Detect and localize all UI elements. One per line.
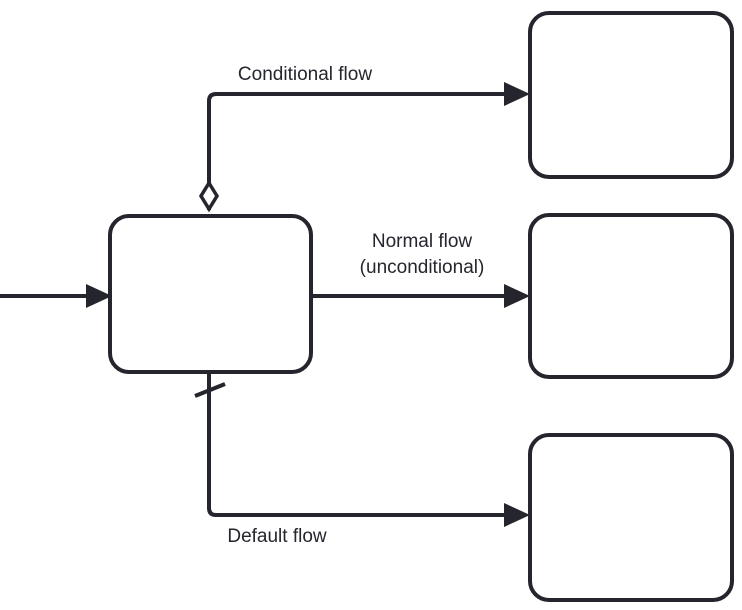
normal-flow-label-line1: Normal flow (372, 231, 473, 252)
default-flow[interactable] (194, 372, 530, 527)
conditional-flow-label: Conditional flow (238, 64, 372, 85)
normal-flow[interactable] (311, 284, 530, 308)
normal-flow-label-line2: (unconditional) (360, 257, 485, 278)
conditional-flow-arrowhead (504, 82, 530, 106)
target-task-bottom[interactable] (528, 433, 734, 602)
default-flow-arrowhead (504, 503, 530, 527)
target-task-top[interactable] (528, 11, 734, 179)
normal-flow-arrowhead (504, 284, 530, 308)
default-flow-slash-marker (194, 382, 226, 398)
source-task[interactable] (108, 214, 313, 374)
conditional-flow-line (207, 92, 519, 210)
incoming-flow[interactable] (0, 284, 112, 308)
default-flow-label: Default flow (227, 526, 327, 547)
incoming-flow-arrowhead (86, 284, 112, 308)
conditional-flow-diamond-marker (198, 179, 220, 213)
conditional-flow[interactable] (198, 82, 530, 213)
target-task-middle[interactable] (528, 213, 734, 379)
default-flow-line (207, 372, 519, 517)
